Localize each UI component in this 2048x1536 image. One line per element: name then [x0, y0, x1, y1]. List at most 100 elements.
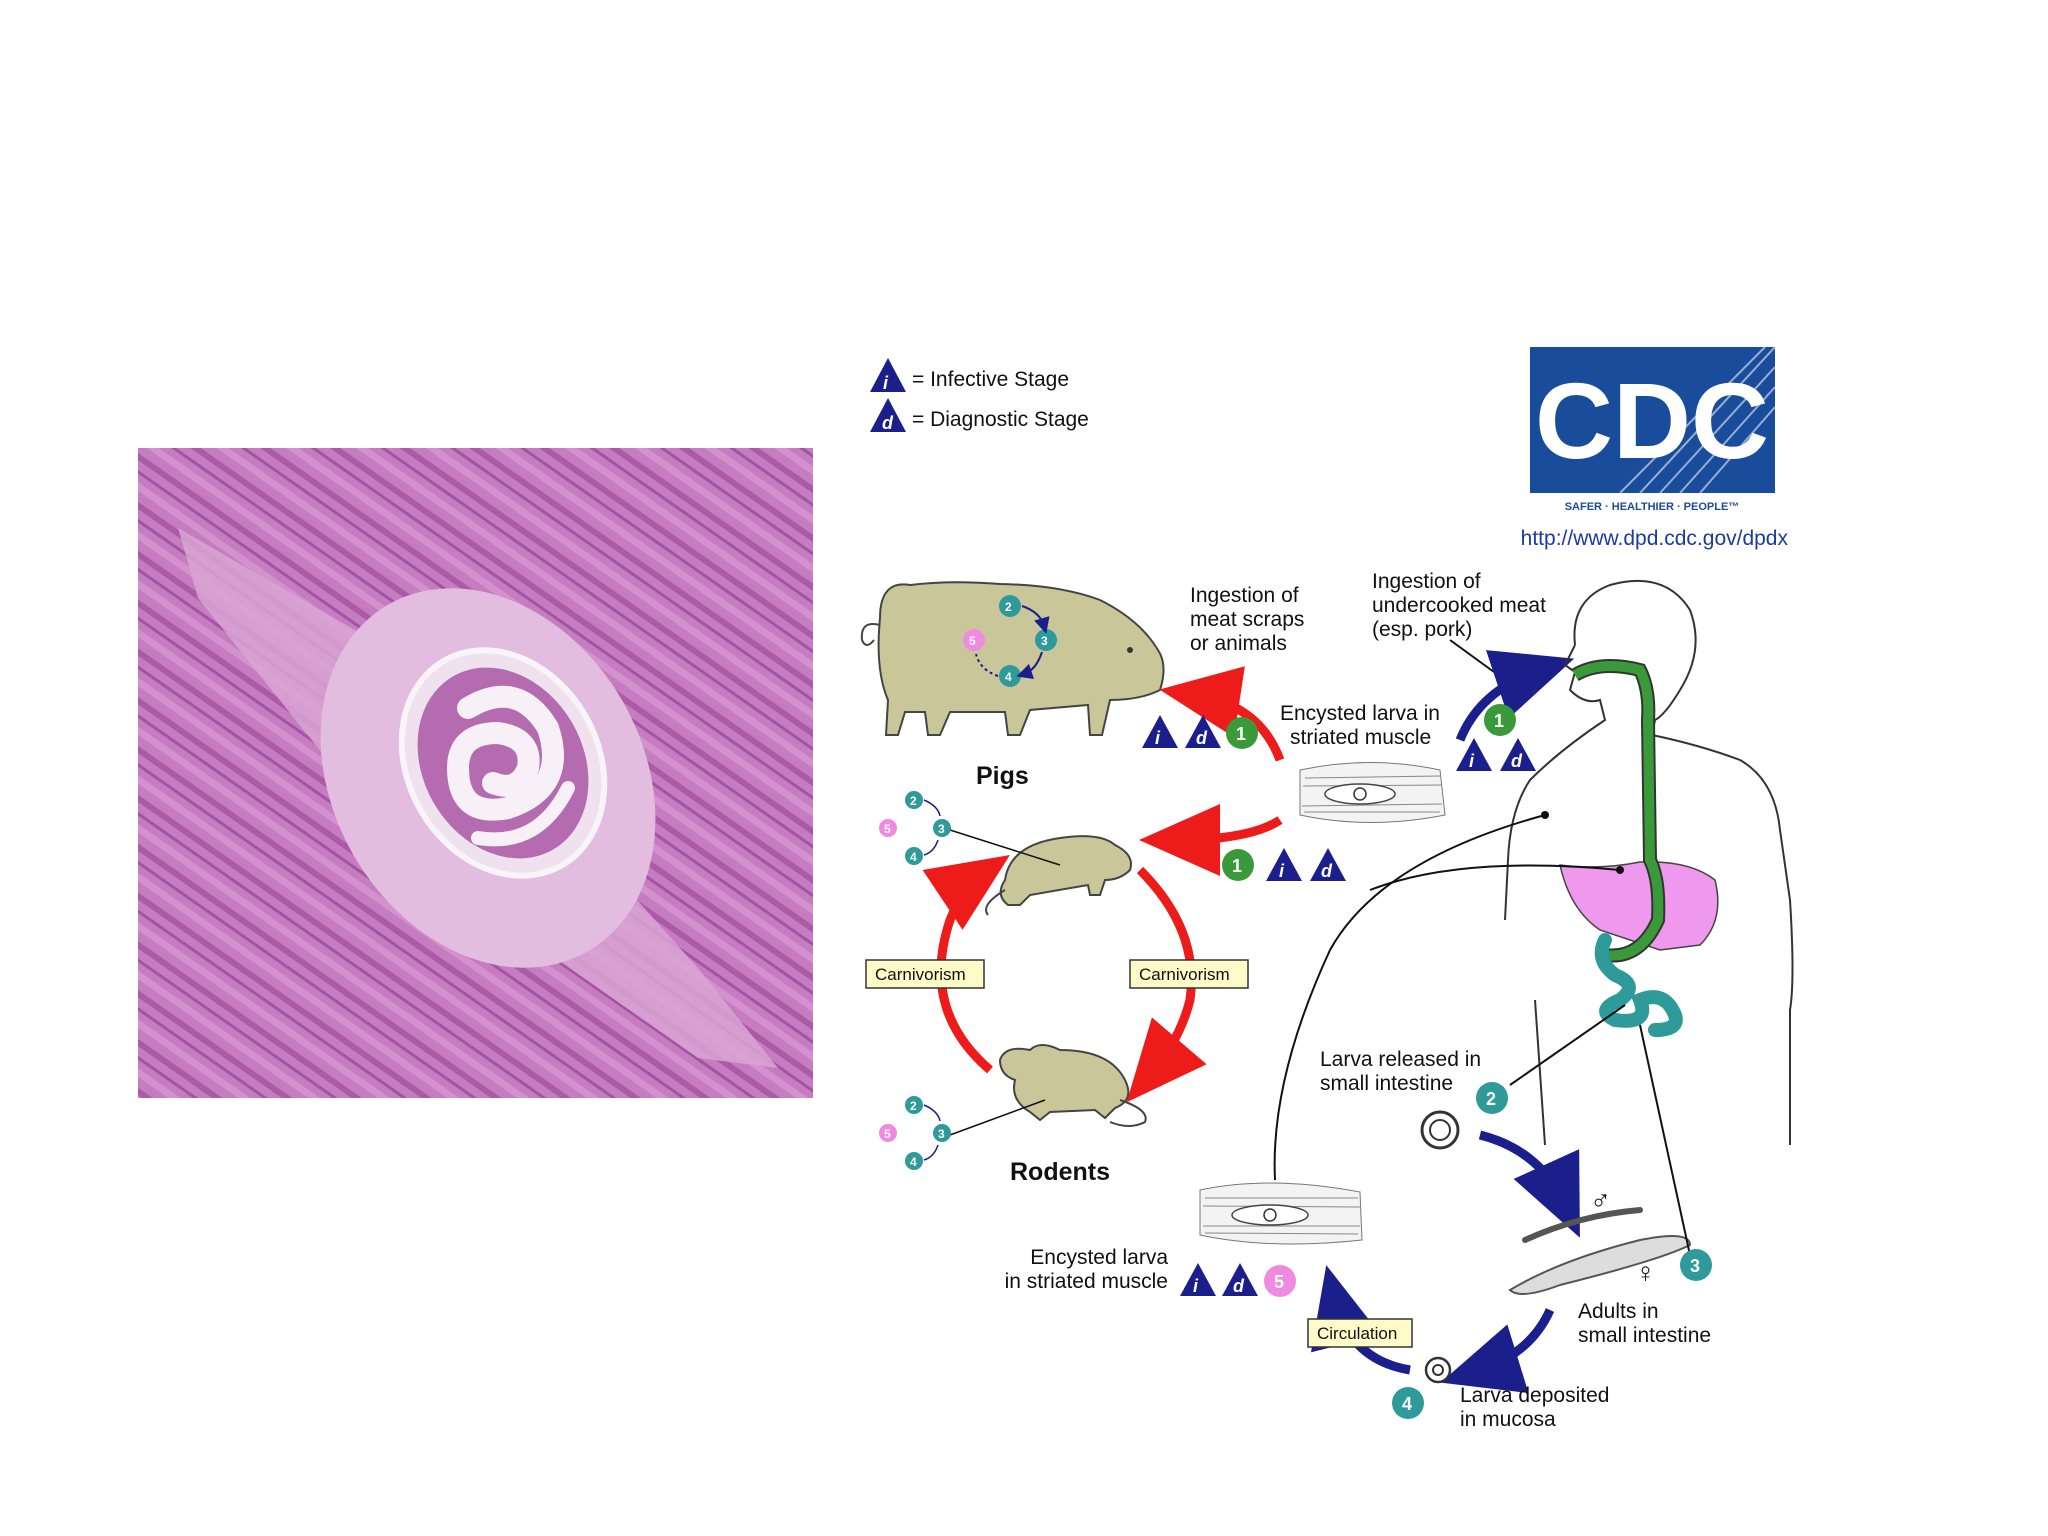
- rodent-bottom-stage-loop: 2 3 4 5: [879, 1096, 951, 1170]
- circulation-label: Circulation: [1317, 1324, 1397, 1343]
- female-symbol: ♀: [1635, 1257, 1656, 1288]
- encysted-larva-top-illustration: [1299, 762, 1446, 823]
- rodent-bottom-illustration: [998, 1044, 1147, 1127]
- ingestion-meat-line1: Ingestion of: [1372, 570, 1481, 593]
- human-illustration: [1504, 579, 1794, 1146]
- arrow-to-pigs: [1159, 666, 1285, 762]
- arrow-to-human: [1455, 650, 1575, 742]
- arrow-to-mucosa: [1440, 1308, 1555, 1394]
- stage-4-marker: [999, 665, 1021, 687]
- rodents-label: Rodents: [1010, 1158, 1110, 1186]
- circulation-line-inner: [1369, 864, 1621, 891]
- pointer-stage-3: [1639, 1024, 1691, 1256]
- carnivorism-right-label: Carnivorism: [1139, 965, 1230, 984]
- rb-5: 5: [884, 1127, 891, 1141]
- stage-3-badge: [1680, 1249, 1712, 1281]
- pig-stage-1-number: 1: [1236, 724, 1246, 744]
- pointer-rodent-bottom: [949, 1099, 1046, 1136]
- encysted-larva-bottom-illustration: [1199, 1182, 1363, 1245]
- ingestion-meat-line3: (esp. pork): [1372, 618, 1472, 641]
- stage-3-number: 3: [1041, 634, 1048, 648]
- human-stage-markers: 1 i d: [1456, 704, 1536, 771]
- rt-4: 4: [910, 850, 917, 864]
- bottom-stage-5-number: 5: [1274, 1272, 1284, 1292]
- stage-5-number: 5: [969, 634, 976, 648]
- rt-5: 5: [884, 822, 891, 836]
- rb-3: 3: [938, 1127, 945, 1141]
- arrow-carnivorism-left: [922, 855, 1010, 1074]
- larva-released-line1: Larva released in: [1320, 1048, 1481, 1071]
- carnivorism-left-label: Carnivorism: [875, 965, 966, 984]
- pig-infective-symbol: i: [1155, 728, 1161, 748]
- encysted-top-line1: Encysted larva in: [1280, 702, 1440, 725]
- adult-worms-illustration: [1508, 1207, 1692, 1295]
- rodent-entry-markers: 1 i d: [1222, 848, 1346, 881]
- arrow-to-rodents: [1139, 803, 1283, 876]
- pig-stage-loop: 2 3 4 5: [963, 595, 1057, 687]
- carnivorism-right-box: [1129, 959, 1249, 989]
- stage-3-marker: [1035, 629, 1057, 651]
- adults-line2: small intestine: [1578, 1324, 1711, 1347]
- histology-micrograph: [138, 448, 813, 1098]
- male-symbol: ♂: [1590, 1185, 1611, 1216]
- pointer-meat: [1449, 639, 1506, 681]
- cdc-url-link[interactable]: http://www.dpd.cdc.gov/dpdx: [1521, 527, 1789, 550]
- ingestion-scraps-line3: or animals: [1190, 632, 1287, 655]
- cdc-logo: CDC SAFER · HEALTHIER · PEOPLE™: [1530, 346, 1776, 513]
- pigs-label: Pigs: [976, 762, 1029, 790]
- stage-4-number: 4: [1005, 670, 1012, 684]
- legend-infective-icon: i: [870, 358, 906, 393]
- mucosa-larva-illustration: [1424, 1356, 1452, 1384]
- stage-3-badge-number: 3: [1690, 1256, 1700, 1276]
- legend-diagnostic-symbol: d: [882, 413, 894, 433]
- ingestion-scraps-line1: Ingestion of: [1190, 584, 1299, 607]
- legend-infective-label: = Infective Stage: [912, 368, 1069, 391]
- legend-diagnostic-label: = Diagnostic Stage: [912, 408, 1089, 431]
- stage-2-marker: [999, 595, 1021, 617]
- rb-2: 2: [910, 1099, 917, 1113]
- pointer-rodent-top: [949, 829, 1061, 866]
- stage-4-badge: [1392, 1387, 1424, 1419]
- cdc-logo-tagline: SAFER · HEALTHIER · PEOPLE™: [1565, 501, 1740, 513]
- rb-4: 4: [910, 1155, 917, 1169]
- bottom-diagnostic-symbol: d: [1233, 1276, 1245, 1296]
- encysted-bottom-markers: i d 5: [1180, 1263, 1296, 1297]
- encysted-bottom-line2: in striated muscle: [1005, 1270, 1168, 1293]
- larva-coil-illustration: [1420, 1110, 1460, 1150]
- rt-2: 2: [910, 794, 917, 808]
- larva-deposited-line1: Larva deposited: [1460, 1384, 1609, 1407]
- arrow-carnivorism-right: [1126, 866, 1207, 1103]
- larva-deposited-line2: in mucosa: [1460, 1408, 1556, 1431]
- ingestion-meat-line2: undercooked meat: [1372, 594, 1546, 617]
- legend-diagnostic-icon: d: [870, 398, 906, 433]
- legend: i = Infective Stage d = Diagnostic Stage: [870, 358, 1089, 433]
- pointer-stage-2: [1509, 1004, 1626, 1086]
- circulation-box: [1307, 1318, 1413, 1348]
- legend-infective-symbol: i: [883, 373, 889, 393]
- arrow-to-adults: [1478, 1130, 1580, 1238]
- human-infective-symbol: i: [1469, 751, 1475, 771]
- rodent-top-stage-loop: 2 3 4 5: [879, 791, 951, 865]
- cdc-logo-text: CDC: [1535, 360, 1769, 481]
- human-diagnostic-symbol: d: [1511, 751, 1523, 771]
- stage-2-number: 2: [1005, 600, 1012, 614]
- circulation-line-outer: [1273, 814, 1546, 1181]
- encysted-top-line2: striated muscle: [1290, 726, 1431, 749]
- stage-2-badge: [1476, 1082, 1508, 1114]
- digestive-tract: [1559, 659, 1719, 1037]
- ingestion-scraps-line2: meat scraps: [1190, 608, 1304, 631]
- larva-released-line2: small intestine: [1320, 1072, 1453, 1095]
- encysted-bottom-line1: Encysted larva: [1030, 1246, 1168, 1269]
- rodent-diagnostic-symbol: d: [1321, 861, 1333, 881]
- carnivorism-left-box: [865, 959, 985, 989]
- pig-diagnostic-symbol: d: [1196, 728, 1208, 748]
- pig-stage-markers: i d 1: [1142, 715, 1258, 749]
- bottom-infective-symbol: i: [1193, 1276, 1199, 1296]
- human-stage-1-number: 1: [1494, 711, 1504, 731]
- rodent-infective-symbol: i: [1279, 861, 1285, 881]
- rodent-stage-1-number: 1: [1232, 856, 1242, 876]
- stage-2-badge-number: 2: [1486, 1089, 1496, 1109]
- stage-5-marker: [963, 629, 985, 651]
